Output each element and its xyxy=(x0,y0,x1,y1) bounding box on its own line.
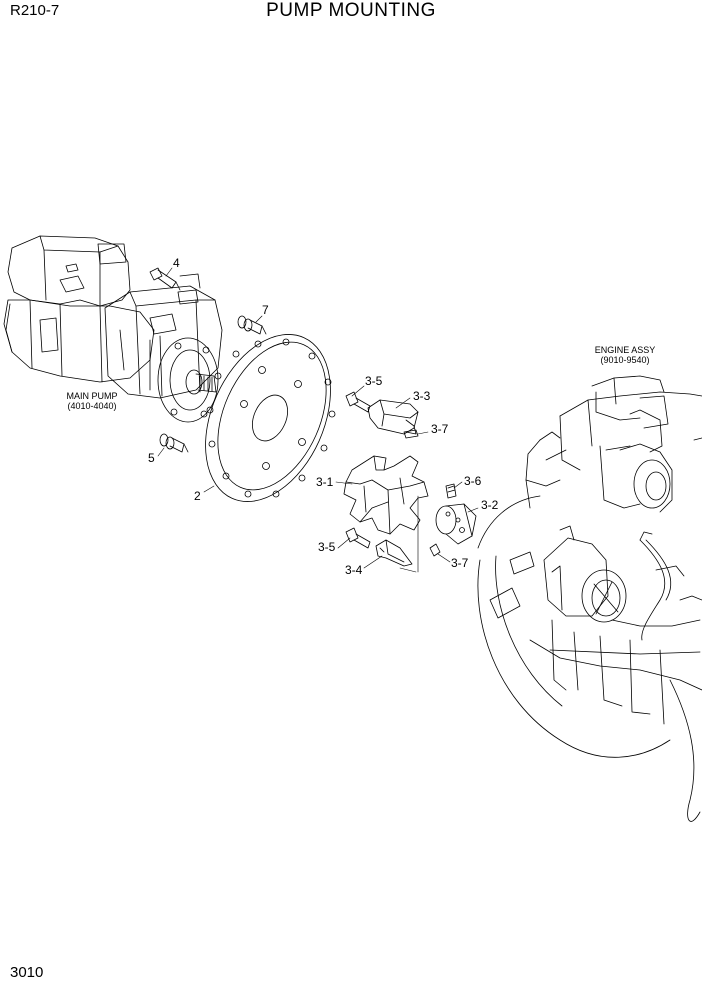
callout-4: 4 xyxy=(173,256,180,270)
callout-3-6: 3-6 xyxy=(464,474,482,488)
main-pump-ref: (4010-4040) xyxy=(67,401,116,411)
page-number: 3010 xyxy=(10,964,44,981)
callout-3-4: 3-4 xyxy=(345,563,363,577)
hub-3-2-illustration xyxy=(435,503,477,545)
bolt-4-illustration xyxy=(149,267,181,291)
callout-7: 7 xyxy=(262,303,269,317)
engine-assy-ref: (9010-9540) xyxy=(600,355,649,365)
screws-3-5-illustration xyxy=(345,391,371,549)
engine-assy-illustration xyxy=(477,375,702,822)
leader-lines xyxy=(157,267,479,573)
main-pump-illustration xyxy=(3,235,223,423)
element-3-4-illustration xyxy=(375,539,413,567)
callout-3-5-top: 3-5 xyxy=(365,374,383,388)
setscrew-3-6-illustration xyxy=(445,483,457,499)
callout-5: 5 xyxy=(148,451,155,465)
bolt-7-illustration xyxy=(237,315,267,335)
engine-assy-label: ENGINE ASSY xyxy=(595,345,656,355)
callout-2: 2 xyxy=(194,489,201,503)
callout-labels: 4 7 5 2 3-5 3-3 3-7 3-1 3-6 3-2 3-5 3-7 … xyxy=(66,256,655,577)
page-title: PUMP MOUNTING xyxy=(266,0,436,21)
callout-3-1: 3-1 xyxy=(316,475,334,489)
pins-3-7-illustration xyxy=(403,429,441,557)
coupling-3-1-illustration xyxy=(343,455,429,535)
main-pump-label: MAIN PUMP xyxy=(66,391,117,401)
callout-3-2: 3-2 xyxy=(481,498,499,512)
bolt-5-illustration xyxy=(159,433,189,453)
housing-plate-2-illustration xyxy=(205,334,336,502)
element-3-3-illustration xyxy=(367,399,419,435)
model-code: R210-7 xyxy=(10,2,60,19)
callout-3-7-top: 3-7 xyxy=(431,422,449,436)
callout-3-3: 3-3 xyxy=(413,389,431,403)
callout-3-7-bottom: 3-7 xyxy=(451,556,469,570)
callout-3-5-bottom: 3-5 xyxy=(318,540,336,554)
